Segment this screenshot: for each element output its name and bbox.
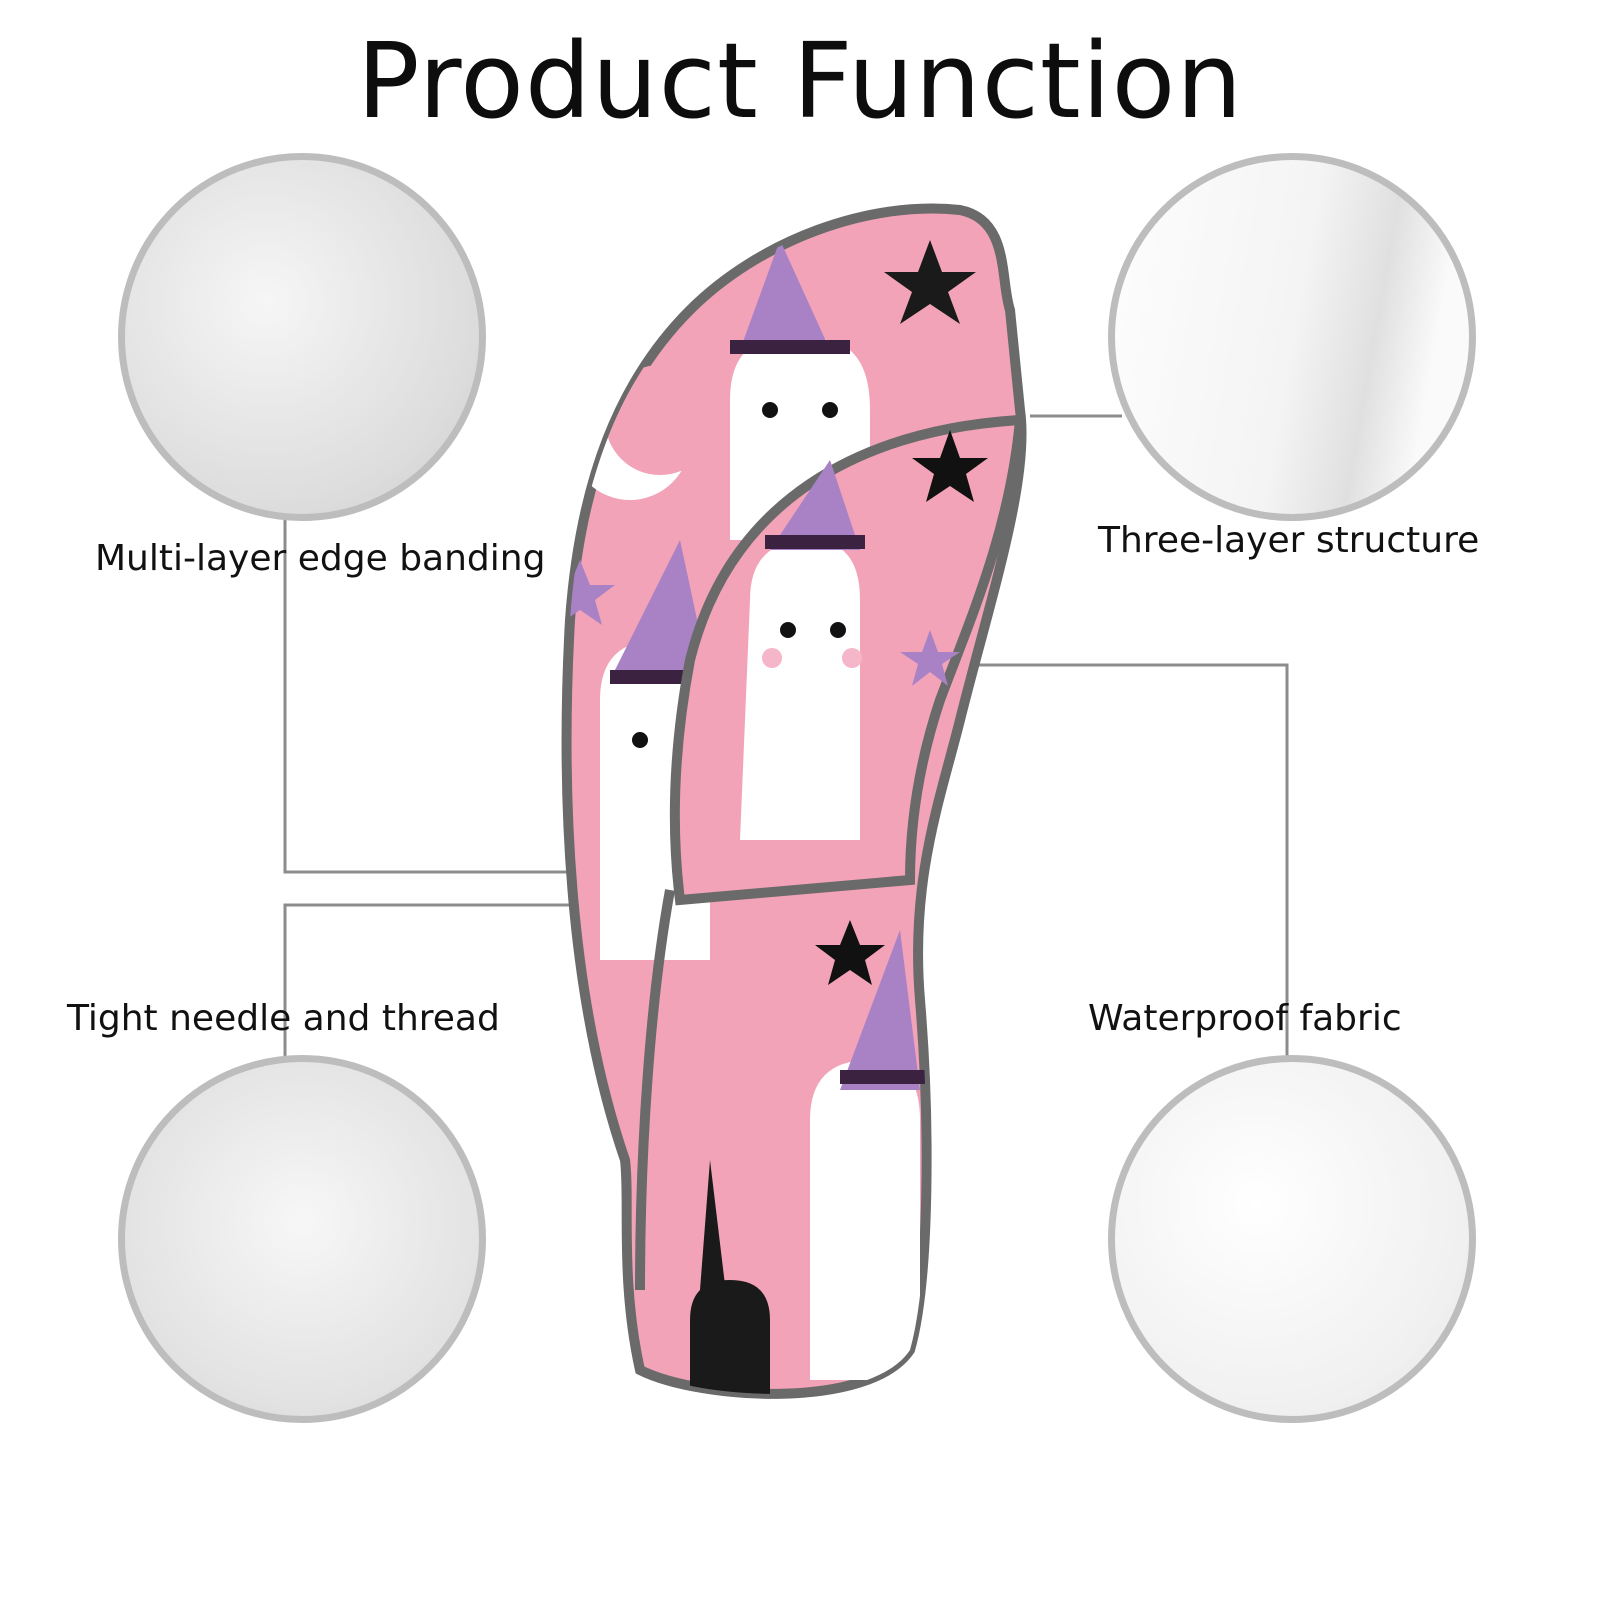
page-title: Product Function (356, 20, 1244, 142)
detail-image-needle-thread (118, 1055, 486, 1423)
detail-image-waterproof (1108, 1055, 1476, 1423)
connector-edge-banding (283, 515, 595, 874)
feature-label-waterproof: Waterproof fabric (1088, 998, 1402, 1039)
headcover-product-image (561, 203, 1027, 1399)
feature-label-edge-banding: Multi-layer edge banding (95, 538, 546, 579)
connector-waterproof (900, 663, 1289, 1057)
detail-image-three-layer (1108, 153, 1476, 521)
feature-label-needle-thread: Tight needle and thread (67, 998, 500, 1039)
detail-image-edge-banding (118, 153, 486, 521)
feature-label-three-layer: Three-layer structure (1098, 520, 1480, 561)
connector-needle-thread (283, 903, 598, 1058)
